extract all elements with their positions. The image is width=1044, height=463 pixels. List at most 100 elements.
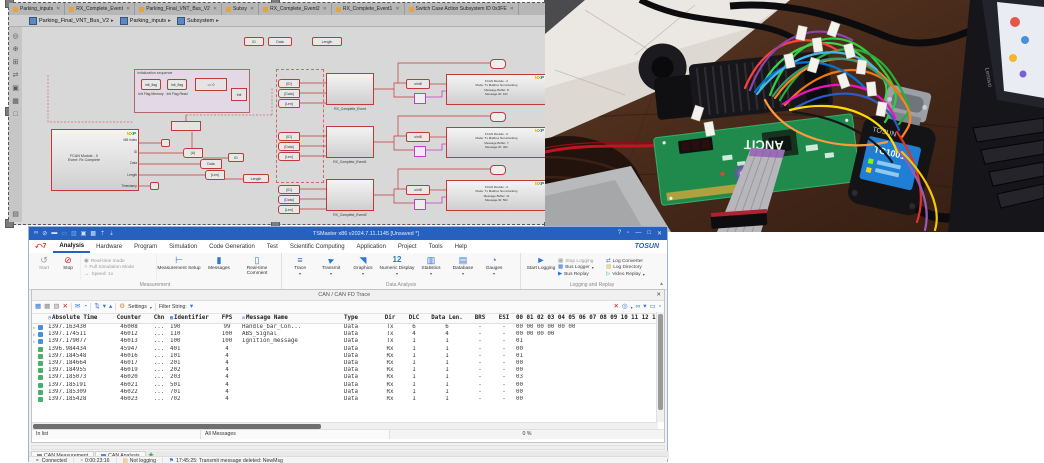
scrollbar-thumb[interactable] (658, 314, 663, 410)
image-icon[interactable]: ▣ (12, 85, 19, 92)
menu-item[interactable]: Help (449, 240, 473, 253)
columns-icon[interactable]: ▦ (35, 303, 42, 310)
close-icon[interactable]: ✕ (509, 6, 514, 12)
menu-item[interactable]: Application (351, 240, 392, 253)
goto-tag[interactable]: ID (244, 37, 264, 46)
menu-item[interactable]: Hardware (90, 240, 128, 253)
export-icon[interactable]: ⇣ (109, 231, 115, 237)
trace-title-bar[interactable]: CAN / CAN FD Trace ✕ (32, 290, 664, 301)
pane-icon[interactable]: ▭ (649, 303, 656, 310)
simulink-tab[interactable]: RX_Complete_Event1 ✕ (332, 3, 405, 15)
trace-table-body[interactable]: ▷ 1397.163430 46008 ... 190 99 Handle_ba… (32, 324, 664, 424)
goto-length-block[interactable]: Length (243, 174, 269, 183)
horizontal-scrollbar[interactable] (32, 422, 658, 430)
trace-row[interactable]: 1397.185191 46021 ... 501 4 Data Rx 1 1 … (32, 382, 664, 389)
goto-id-block[interactable]: ID (228, 153, 244, 162)
trace-row[interactable]: ▷ 1397.179077 46013 ... 100 100 Ignition… (32, 338, 664, 345)
subsystem-block[interactable] (326, 126, 374, 158)
fcan-tx-block[interactable]: NXP FCAN Module - 0 Mode: Tx Mailbox Non… (446, 180, 547, 211)
goto-tag[interactable]: Length (312, 37, 342, 46)
simulink-tab[interactable]: Parking_Final_VNT_Bus_V2 ✕ (135, 3, 223, 15)
vertical-scrollbar[interactable] (656, 312, 664, 422)
filter-icon[interactable]: ▾ (643, 303, 647, 310)
menu-item[interactable]: Code Generation (203, 240, 261, 253)
close-icon[interactable]: ✕ (656, 292, 661, 298)
settings-label[interactable]: Settings (128, 304, 147, 310)
simulink-tab[interactable]: RX_Complete_Event ✕ (65, 3, 136, 15)
close-icon[interactable]: ✕ (125, 6, 131, 12)
simulink-tab[interactable]: Subsy ✕ (222, 3, 260, 15)
pin-icon[interactable]: ▫ (627, 230, 630, 236)
bus-replay-button[interactable]: ▶Bus Replay (558, 271, 606, 277)
start-logging-button[interactable]: ► Start Logging (524, 254, 558, 281)
graphics-button[interactable]: ◥ Graphics ▾ (347, 254, 379, 281)
new-window-icon[interactable]: ▫ (658, 303, 661, 310)
simulink-canvas[interactable]: ID Data Length Initialization sequence I… (22, 27, 549, 222)
sort-icon[interactable]: ⇅ (94, 303, 100, 310)
terminator-block[interactable] (490, 59, 506, 69)
from-len-tag[interactable]: [Len] (278, 152, 300, 161)
breadcrumb-item[interactable]: Subsystem ▸ (173, 16, 221, 25)
trace-row[interactable]: 1396.984434 45947 ... 401 4 Data Rx 1 1 … (32, 346, 664, 353)
row-expander[interactable]: ▷ (33, 339, 36, 345)
init-action-block[interactable]: Init (231, 88, 247, 101)
database-button[interactable]: ▤ Database ▾ (447, 254, 479, 281)
from-data-tag[interactable]: [Data] (278, 89, 300, 98)
trace-row[interactable]: 1397.184548 46016 ... 101 4 Data Rx 1 1 … (32, 353, 664, 360)
messages-button[interactable]: ▮ Messages (201, 254, 237, 281)
triangle-down-icon[interactable]: ▾ (102, 303, 107, 310)
trace-table-header[interactable]: ◔Absolute Time Counter Chn ▦Identifier F… (32, 314, 664, 324)
grid-icon[interactable]: ▦ (12, 98, 19, 105)
row-expander[interactable]: ▷ (33, 332, 36, 338)
swap-icon[interactable]: ⇄ (12, 72, 19, 79)
folder-icon[interactable]: ▧ (122, 457, 128, 463)
mode-speed[interactable]: →Speed: 1x (84, 271, 156, 277)
menu-item[interactable]: Program (128, 240, 163, 253)
numeric-display-button[interactable]: 12 Numeric Display ▾ (379, 254, 415, 281)
trace-row[interactable]: ▷ 1397.163430 46008 ... 190 99 Handle_ba… (32, 324, 664, 331)
trace-row[interactable]: 1397.185428 46023 ... 702 4 Data Rx 1 1 … (32, 396, 664, 403)
annotation-icon[interactable]: □ (13, 111, 18, 118)
cast-block[interactable] (414, 93, 426, 104)
title-bar[interactable]: ∞ ⊘ ▬ ▭ ▧ ▣ ▩ ⇡ ⇣ TSMaster x86 v2024.7.1… (29, 227, 667, 240)
save-as-icon[interactable]: ▩ (90, 231, 96, 237)
statistics-button[interactable]: ▥ Statistics ▾ (415, 254, 447, 281)
help-icon[interactable]: ? (617, 230, 622, 236)
uint8-convert-block[interactable]: uint8 (406, 79, 430, 89)
trace-row[interactable]: ▷ 1397.174511 46012 ... 110 100 ABS_Sign… (32, 331, 664, 338)
terminator-block[interactable] (490, 165, 506, 175)
trace-button[interactable]: ≡ Trace ▾ (285, 254, 315, 281)
menu-item[interactable]: Test (261, 240, 284, 253)
message-filter-label[interactable]: All Messages (201, 430, 390, 439)
initialization-sequence-box[interactable]: Initialization sequence Init_flag Init F… (134, 69, 250, 113)
zoom-icon[interactable]: ⊕ (12, 46, 19, 53)
cast-block[interactable] (414, 146, 426, 157)
from-data-tag[interactable]: [Data] (278, 142, 300, 151)
new-file-icon[interactable]: ▭ (61, 231, 67, 237)
data-selector-block[interactable]: Data (200, 159, 222, 169)
triangle-up-icon[interactable]: ▴ (109, 303, 113, 310)
clear-filter-icon[interactable]: ✕ (613, 303, 619, 310)
maximize-icon[interactable]: □ (647, 230, 651, 236)
trace-row[interactable]: 1397.184955 46019 ... 202 4 Data Rx 1 1 … (32, 367, 664, 374)
settings-gear-icon[interactable]: ⚙ (119, 303, 126, 310)
fcan-tx-block[interactable]: NXP FCAN Module - 0 Mode: Tx Mailbox Non… (446, 127, 547, 158)
log-directory-button[interactable]: ▧Log Directory (606, 264, 658, 270)
log-converter-button[interactable]: ⇄Log Converter (606, 258, 658, 264)
save-icon[interactable]: ▣ (80, 231, 87, 237)
link-icon[interactable]: ∞ (635, 303, 641, 310)
subsystem-block[interactable] (326, 73, 374, 105)
menu-item[interactable]: Scientific Computing (284, 240, 351, 253)
terminator-block[interactable] (490, 112, 506, 122)
video-replay-button[interactable]: ▷Video Replay▾ (606, 271, 658, 277)
menu-item[interactable]: Project (392, 240, 423, 253)
close-icon[interactable]: ✕ (249, 6, 255, 12)
stop-button[interactable]: ⊘ Stop (56, 254, 80, 281)
timestamp-tag[interactable] (150, 182, 159, 190)
simulink-tab[interactable]: Switch Case Action Subsystem ID 0x3FE ✕ (405, 3, 519, 15)
link-icon[interactable]: ∞ (34, 230, 39, 236)
compare-block[interactable]: == 0 (195, 78, 227, 91)
trace-row[interactable]: 1397.185309 46022 ... 701 4 Data Rx 1 1 … (32, 389, 664, 396)
open-file-icon[interactable]: ▧ (70, 231, 77, 237)
display-block[interactable] (171, 121, 201, 131)
